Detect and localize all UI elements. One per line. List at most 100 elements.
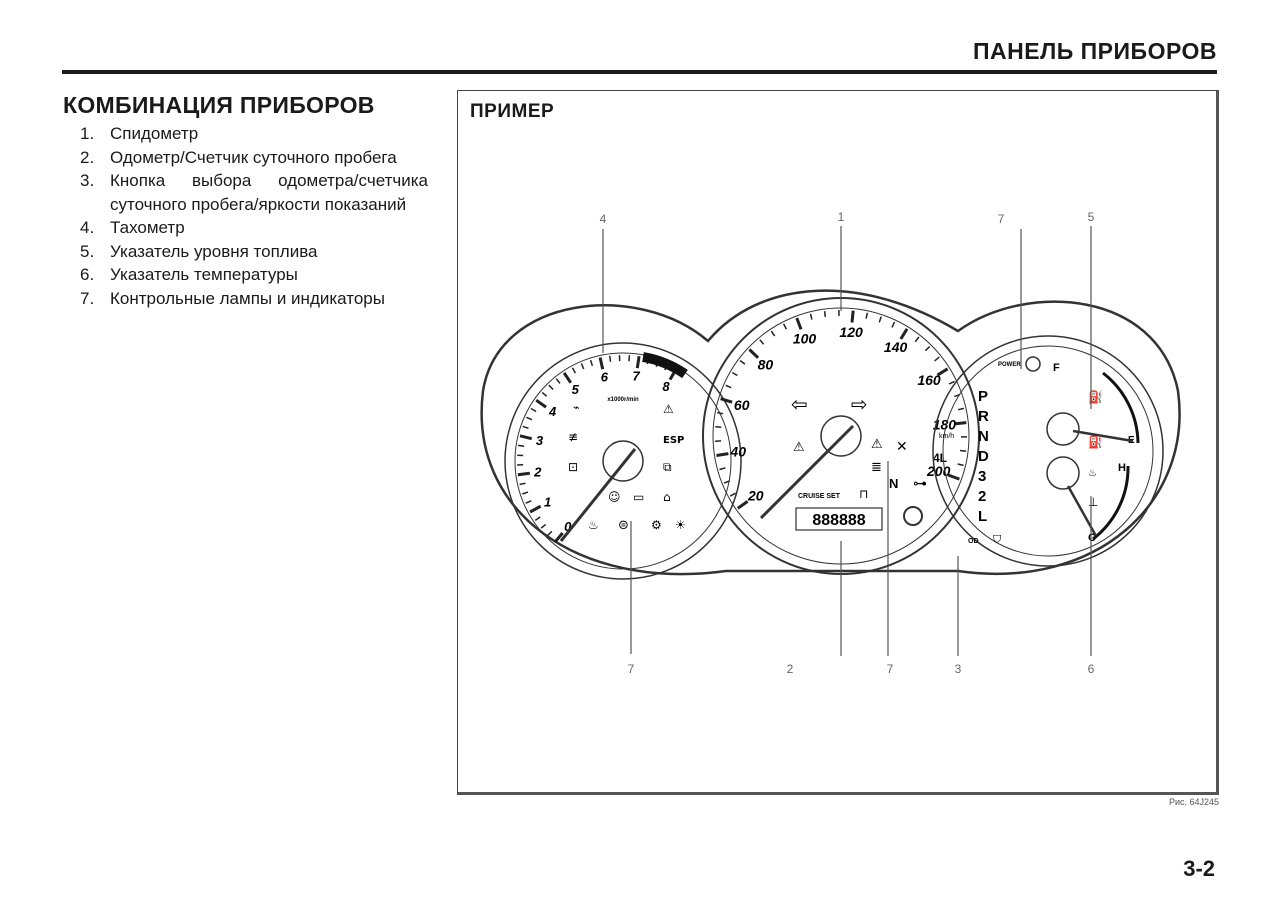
speed-tick: [729, 492, 736, 497]
tach-tick: [534, 516, 541, 522]
callout-5: 5: [1088, 210, 1095, 224]
tach-tick: [562, 372, 573, 384]
tach-tick: [571, 367, 577, 374]
oil-icon: ♨: [588, 518, 599, 532]
tach-tick: [635, 355, 641, 369]
callout-6: 6: [1088, 662, 1095, 676]
speed-tick: [770, 330, 776, 337]
tach-tick: [517, 444, 525, 448]
fuel-door-icon: ⛽: [1088, 435, 1103, 449]
headlight-icon: ☀: [675, 518, 686, 532]
battery-icon: ▭: [633, 490, 644, 504]
fuel-full-label: F: [1053, 362, 1060, 374]
section-title: КОМБИНАЦИЯ ПРИБОРОВ: [63, 92, 375, 118]
figure-label: ПРИМЕР: [470, 101, 555, 122]
select-knob: [903, 506, 923, 526]
speed-label: 160: [917, 372, 941, 388]
tach-label: 1: [544, 495, 551, 510]
speed-tick: [823, 311, 827, 318]
fog-icon: ≢: [568, 430, 578, 444]
tach-tick: [522, 491, 529, 495]
legend-text: Контрольные лампы и индикаторы: [110, 288, 385, 308]
speed-tick: [782, 323, 788, 330]
legend-text: Спидометр: [110, 124, 199, 143]
gear-letter: 3: [978, 468, 986, 485]
lock-icon: ⊓: [859, 487, 868, 501]
legend-text: Кнопка выбора одометра/счетчика суточног…: [110, 171, 428, 214]
power-icon: [1025, 356, 1041, 372]
tach-label: 4: [548, 404, 557, 419]
speed-tick: [719, 467, 726, 471]
service-icon: ⚠: [871, 437, 883, 452]
washer-icon: ⛉: [993, 533, 1002, 546]
tach-tick: [580, 363, 585, 370]
tach-tick: [530, 407, 537, 413]
tach-tick: [517, 471, 530, 477]
legend-item: 1. Спидометр: [80, 122, 428, 146]
tach-tick: [553, 532, 564, 544]
temp-needle: [1066, 485, 1098, 537]
engine-icon: ⚙: [651, 518, 662, 532]
gear-letter: D: [978, 448, 989, 465]
power-label: POWER: [998, 362, 1021, 368]
page-header-title: ПАНЕЛЬ ПРИБОРОВ: [972, 38, 1217, 64]
speed-tick: [914, 336, 920, 343]
legend-item: 4. Тахометр: [80, 216, 428, 240]
speed-tick: [891, 321, 896, 328]
tach-label: 2: [533, 465, 542, 480]
callout-2: 2: [787, 662, 794, 676]
legend-text: Тахометр: [110, 218, 185, 237]
speed-tick: [759, 339, 765, 345]
legend-item: 3.Кнопка выбора одометра/счетчика суточн…: [80, 169, 428, 216]
speed-tick: [960, 449, 967, 452]
speed-tick: [748, 348, 760, 359]
speed-tick: [947, 473, 960, 481]
gear-letter: N: [978, 428, 989, 445]
tach-tick: [535, 398, 547, 409]
speed-tick: [736, 500, 749, 510]
speed-label: 200: [926, 463, 951, 479]
speed-unit: km/h: [939, 433, 954, 440]
gear-letter: L: [978, 508, 987, 525]
callout-7-left: 7: [628, 662, 635, 676]
temp-hot-label: H: [1118, 462, 1126, 474]
callout-3: 3: [955, 662, 962, 676]
turn-right-icon: ⇨: [851, 392, 868, 416]
legend-number: 5.: [80, 241, 95, 261]
fuel-icon: ⛽: [1088, 390, 1103, 404]
seatbelt-icon: ☺: [608, 490, 621, 504]
temp-arc: [1092, 465, 1130, 541]
thermometer-icon: ⊥: [1088, 495, 1098, 509]
speed-label: 100: [793, 330, 817, 346]
tach-tick: [555, 378, 561, 384]
tach-tick: [547, 530, 553, 537]
tach-tick: [540, 523, 547, 529]
legend-item: 6.Указатель температуры: [80, 263, 428, 287]
tach-tick: [589, 359, 594, 367]
speed-tick: [723, 480, 730, 484]
speed-label: 80: [758, 356, 774, 372]
slip-icon: ⧉: [663, 460, 672, 474]
tach-tick: [526, 416, 533, 421]
callout-1: 1: [838, 210, 845, 224]
speed-needle: [759, 424, 855, 520]
tach-tick: [541, 391, 548, 397]
tach-tick: [529, 504, 542, 514]
callout-7-mid: 7: [887, 662, 894, 676]
figure-reference: Рис. 64J245: [1168, 797, 1219, 807]
legend-item: 2.Одометр/Счетчик суточного пробега: [80, 146, 428, 170]
brake-warning-icon: ⊜: [618, 518, 629, 533]
odometer-readout: 888888: [812, 512, 865, 529]
speed-tick: [936, 367, 949, 377]
legend-number: 1.: [80, 124, 95, 143]
coolant-icon: ♨: [1088, 468, 1097, 479]
4wd-icon: ✕: [896, 439, 908, 455]
key-icon: ⊶: [913, 476, 927, 492]
fuel-needle: [1072, 429, 1134, 443]
legend-number: 4.: [80, 218, 95, 237]
fuel-needle-hub: [1046, 412, 1080, 446]
speed-tick: [948, 380, 955, 385]
